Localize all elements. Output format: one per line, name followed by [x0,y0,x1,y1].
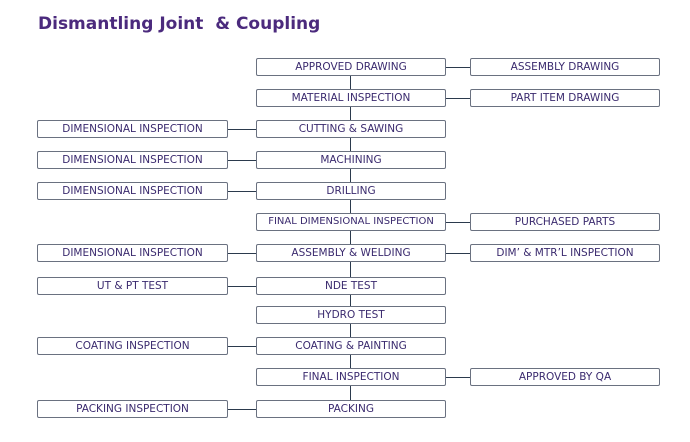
connector-final-insp-right [446,377,470,378]
connector-cutting-left [228,129,256,130]
step-drilling: DRILLING [256,182,446,200]
connector-drilling-left [228,191,256,192]
left-machining-dimensional-inspection: DIMENSIONAL INSPECTION [37,151,228,169]
step-assembly-welding: ASSEMBLY & WELDING [256,244,446,262]
left-drilling-dimensional-inspection: DIMENSIONAL INSPECTION [37,182,228,200]
connector-coating-left [228,346,256,347]
step-approved-drawing: APPROVED DRAWING [256,58,446,76]
left-packing-inspection: PACKING INSPECTION [37,400,228,418]
step-hydro-test: HYDRO TEST [256,306,446,324]
right-approved-by-qa: APPROVED BY QA [470,368,660,386]
step-packing: PACKING [256,400,446,418]
right-dim-mtrl-inspection: DIM’ & MTR’L INSPECTION [470,244,660,262]
left-cutting-dimensional-inspection: DIMENSIONAL INSPECTION [37,120,228,138]
connector-machining-left [228,160,256,161]
left-ut-pt-test: UT & PT TEST [37,277,228,295]
step-coating-painting: COATING & PAINTING [256,337,446,355]
connector-packing-left [228,409,256,410]
connector-nde-left [228,286,256,287]
left-assembly-dimensional-inspection: DIMENSIONAL INSPECTION [37,244,228,262]
main-flow-connector [350,74,351,404]
connector-final-dim-right [446,222,470,223]
connector-assembly-left [228,253,256,254]
right-purchased-parts: PURCHASED PARTS [470,213,660,231]
right-assembly-drawing: ASSEMBLY DRAWING [470,58,660,76]
step-cutting-sawing: CUTTING & SAWING [256,120,446,138]
step-final-dimensional-inspection: FINAL DIMENSIONAL INSPECTION [256,213,446,231]
step-machining: MACHINING [256,151,446,169]
connector-approved-right [446,67,470,68]
step-final-inspection: FINAL INSPECTION [256,368,446,386]
connector-assembly-right [446,253,470,254]
page-title: Dismantling Joint & Coupling [38,14,321,34]
left-coating-inspection: COATING INSPECTION [37,337,228,355]
connector-material-right [446,98,470,99]
step-material-inspection: MATERIAL INSPECTION [256,89,446,107]
step-nde-test: NDE TEST [256,277,446,295]
right-part-item-drawing: PART ITEM DRAWING [470,89,660,107]
